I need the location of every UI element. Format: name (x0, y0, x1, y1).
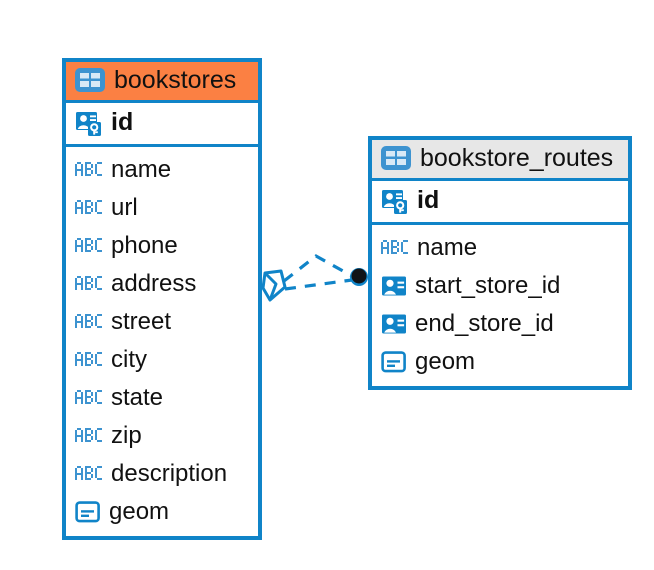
field-label: phone (111, 231, 178, 259)
filled-circle-endpoint-icon (350, 268, 368, 286)
entity-header-bookstore-routes[interactable]: bookstore_routes (372, 140, 628, 178)
field-label: url (111, 193, 138, 221)
field-label: description (111, 459, 228, 487)
field-label-id: id (111, 108, 134, 137)
primary-key-icon (75, 109, 103, 137)
field-label: name (111, 155, 172, 183)
entity-title-bookstores: bookstores (114, 66, 237, 94)
field-row-city[interactable]: city (66, 341, 258, 379)
field-row-primary-key[interactable]: id (372, 177, 628, 225)
table-icon (75, 68, 105, 93)
text-abc-icon (75, 351, 103, 368)
relation-line-lower (284, 278, 353, 291)
primary-key-icon (381, 187, 409, 215)
field-list-bookstores: name u (66, 147, 258, 536)
field-row-name[interactable]: name (372, 229, 628, 267)
table-icon (381, 146, 411, 171)
text-abc-icon (75, 275, 103, 292)
crows-foot-polygon-icon (261, 269, 287, 302)
text-abc-icon (75, 161, 103, 178)
field-label: start_store_id (415, 271, 561, 299)
field-row-phone[interactable]: phone (66, 227, 258, 265)
field-row-geom[interactable]: geom (66, 493, 258, 531)
geometry-icon (75, 500, 101, 524)
entity-title-bookstore-routes: bookstore_routes (420, 144, 614, 172)
text-abc-icon (75, 427, 103, 444)
field-label: geom (109, 497, 170, 525)
entity-table-bookstores[interactable]: bookstores id (62, 58, 262, 540)
text-abc-icon (75, 237, 103, 254)
text-abc-icon (381, 239, 409, 256)
field-label: address (111, 269, 197, 297)
text-abc-icon (75, 199, 103, 216)
field-row-url[interactable]: url (66, 189, 258, 227)
text-abc-icon (75, 389, 103, 406)
field-label: geom (415, 347, 476, 375)
field-row-zip[interactable]: zip (66, 417, 258, 455)
field-row-primary-key[interactable]: id (66, 99, 258, 147)
text-abc-icon (75, 313, 103, 330)
field-row-start-store-id[interactable]: start_store_id (372, 267, 628, 305)
field-row-end-store-id[interactable]: end_store_id (372, 305, 628, 343)
field-label: street (111, 307, 172, 335)
field-row-name[interactable]: name (66, 151, 258, 189)
entity-table-bookstore-routes[interactable]: bookstore_routes id (368, 136, 632, 390)
field-label: city (111, 345, 147, 373)
foreign-key-icon (381, 274, 407, 298)
relation-line-upper (283, 254, 353, 283)
field-label: zip (111, 421, 142, 449)
field-row-geom[interactable]: geom (372, 343, 628, 381)
field-row-address[interactable]: address (66, 265, 258, 303)
geometry-icon (381, 350, 407, 374)
entity-header-bookstores[interactable]: bookstores (66, 62, 258, 100)
field-row-state[interactable]: state (66, 379, 258, 417)
field-label: name (417, 233, 478, 261)
field-row-description[interactable]: description (66, 455, 258, 493)
foreign-key-icon (381, 312, 407, 336)
field-row-street[interactable]: street (66, 303, 258, 341)
field-label: state (111, 383, 164, 411)
field-list-bookstore-routes: name start_store_id (372, 225, 628, 386)
field-label: end_store_id (415, 309, 554, 337)
text-abc-icon (75, 465, 103, 482)
field-label-id: id (417, 186, 440, 215)
